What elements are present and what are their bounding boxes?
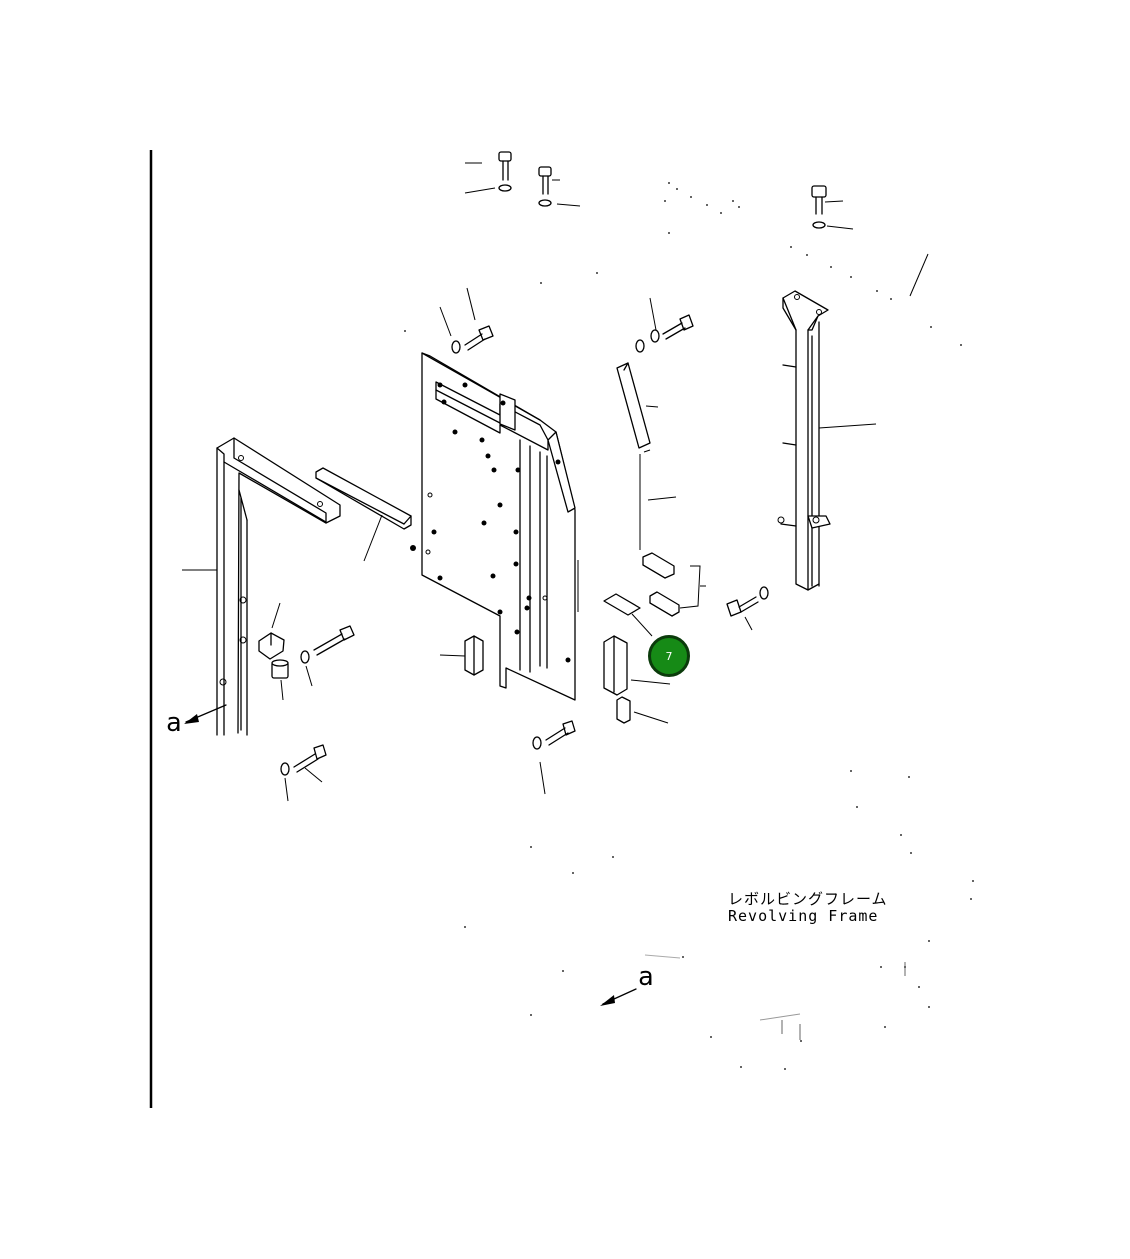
rubber-block	[258, 602, 285, 660]
top-bolt-2	[538, 166, 581, 207]
spacer-pad-1	[642, 552, 675, 579]
frame-label-japanese: レボルビングフレーム	[728, 890, 888, 908]
right-pillar	[777, 253, 929, 591]
arrow-a-left	[184, 704, 227, 724]
part-hotspot-7[interactable]: 7	[648, 635, 690, 677]
frame-label-english: Revolving Frame	[728, 907, 879, 925]
left-bolt-low	[280, 744, 327, 802]
hotspot-number: 7	[665, 649, 673, 663]
view-label-a-left: a	[166, 708, 182, 738]
cushion-left	[439, 635, 484, 676]
cushion-small	[616, 696, 669, 724]
upper-right-bolt	[635, 297, 694, 353]
left-bolt-mid	[300, 625, 355, 687]
cushion-tall	[603, 635, 671, 696]
sleeve	[271, 659, 289, 701]
right-bolt	[726, 586, 769, 631]
top-bolt-1	[464, 151, 512, 194]
arrow-a-bottom	[600, 988, 637, 1006]
center-top-bolt	[439, 287, 494, 354]
center-panel	[410, 352, 579, 701]
spacer-plate	[603, 593, 653, 637]
slender-bar	[315, 467, 412, 562]
left-frame-bracket	[182, 437, 341, 736]
revolving-frame-outline	[404, 182, 974, 1070]
insulator-strip	[616, 362, 677, 550]
view-label-a-bottom: a	[638, 962, 654, 992]
top-bolt-3	[811, 185, 854, 230]
center-low-bolt	[532, 720, 576, 795]
spacer-pad-2	[649, 565, 706, 617]
